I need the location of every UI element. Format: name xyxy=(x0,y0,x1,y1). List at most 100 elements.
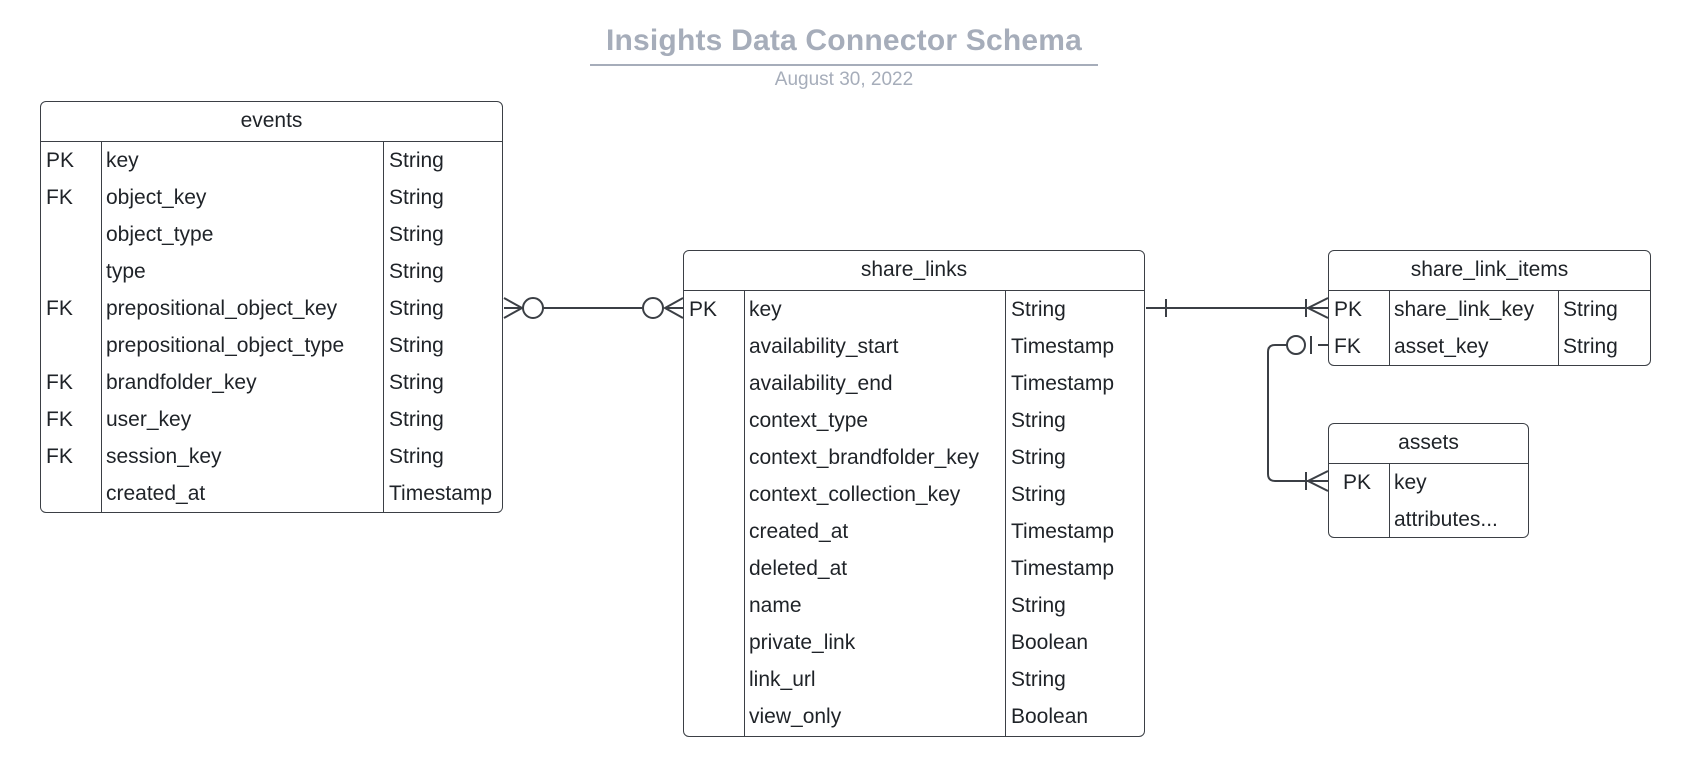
crowsfoot-many-mark xyxy=(1305,297,1329,319)
column-divider xyxy=(1389,291,1390,365)
field-name: share_link_key xyxy=(1394,298,1535,321)
field-name: object_key xyxy=(106,186,207,209)
field-type: Timestamp xyxy=(389,482,493,505)
field-type: Timestamp xyxy=(1011,520,1115,543)
title-underline xyxy=(590,64,1098,66)
field-name: attributes... xyxy=(1394,508,1498,531)
table-row[interactable]: FK object_key String xyxy=(41,180,502,217)
column-divider xyxy=(744,291,745,736)
field-name: object_type xyxy=(106,223,214,246)
share-links-share-link-items-connector xyxy=(1146,297,1329,319)
table-row[interactable]: created_at Timestamp xyxy=(684,514,1144,551)
field-type: String xyxy=(389,297,444,320)
key-marker: PK xyxy=(1334,298,1363,321)
column-divider xyxy=(101,142,102,512)
field-name: key xyxy=(106,149,139,172)
table-row[interactable]: availability_start Timestamp xyxy=(684,329,1144,366)
table-row[interactable]: type String xyxy=(41,254,502,291)
table-row[interactable]: FK brandfolder_key String xyxy=(41,365,502,402)
key-marker: FK xyxy=(46,297,73,320)
field-name: name xyxy=(749,594,802,617)
field-name: session_key xyxy=(106,445,222,468)
field-type: String xyxy=(1563,335,1618,358)
table-row[interactable]: availability_end Timestamp xyxy=(684,366,1144,403)
table-row[interactable]: PK share_link_key String xyxy=(1329,292,1650,329)
field-name: availability_end xyxy=(749,372,893,395)
key-marker: PK xyxy=(46,149,75,172)
key-marker: FK xyxy=(46,186,73,209)
field-type: String xyxy=(389,371,444,394)
field-name: prepositional_object_type xyxy=(106,334,345,357)
table-row[interactable]: FK prepositional_object_key String xyxy=(41,291,502,328)
field-type: String xyxy=(1011,409,1066,432)
column-divider xyxy=(1389,464,1390,537)
entity-header: events xyxy=(41,102,502,142)
field-name: availability_start xyxy=(749,335,899,358)
field-type: String xyxy=(389,260,444,283)
field-name: context_brandfolder_key xyxy=(749,446,979,469)
field-type: String xyxy=(389,445,444,468)
optional-zero-mark xyxy=(1286,335,1306,355)
table-row[interactable]: object_type String xyxy=(41,217,502,254)
key-marker: FK xyxy=(46,371,73,394)
field-type: Timestamp xyxy=(1011,335,1115,358)
table-row[interactable]: FK session_key String xyxy=(41,439,502,476)
key-marker: FK xyxy=(46,445,73,468)
field-type: String xyxy=(389,334,444,357)
field-type: String xyxy=(389,408,444,431)
field-name: key xyxy=(749,298,782,321)
field-type: String xyxy=(1563,298,1618,321)
field-name: brandfolder_key xyxy=(106,371,257,394)
entity-header: share_links xyxy=(684,251,1144,291)
connector-line xyxy=(1267,344,1328,482)
field-type: String xyxy=(1011,298,1066,321)
field-type: String xyxy=(389,186,444,209)
entity-header: share_link_items xyxy=(1329,251,1650,291)
optional-zero-mark xyxy=(522,297,544,319)
field-name: deleted_at xyxy=(749,557,848,580)
optional-zero-mark xyxy=(642,297,664,319)
crowsfoot-many-mark xyxy=(1305,470,1329,492)
table-row[interactable]: prepositional_object_type String xyxy=(41,328,502,365)
field-type: Timestamp xyxy=(1011,372,1115,395)
field-type: String xyxy=(1011,483,1066,506)
field-name: private_link xyxy=(749,631,856,654)
field-name: type xyxy=(106,260,146,283)
field-name: prepositional_object_key xyxy=(106,297,338,320)
diagram-title: Insights Data Connector Schema xyxy=(605,24,1083,57)
entity-header: assets xyxy=(1329,424,1528,464)
field-name: created_at xyxy=(749,520,849,543)
field-name: key xyxy=(1394,471,1427,494)
table-row[interactable]: attributes... xyxy=(1329,502,1528,537)
column-divider xyxy=(1005,291,1006,736)
field-type: String xyxy=(1011,668,1066,691)
field-type: String xyxy=(389,223,444,246)
diagram-date: August 30, 2022 xyxy=(774,69,914,90)
column-divider xyxy=(1558,291,1559,365)
field-name: asset_key xyxy=(1394,335,1489,358)
crowsfoot-many-mark xyxy=(662,297,684,319)
